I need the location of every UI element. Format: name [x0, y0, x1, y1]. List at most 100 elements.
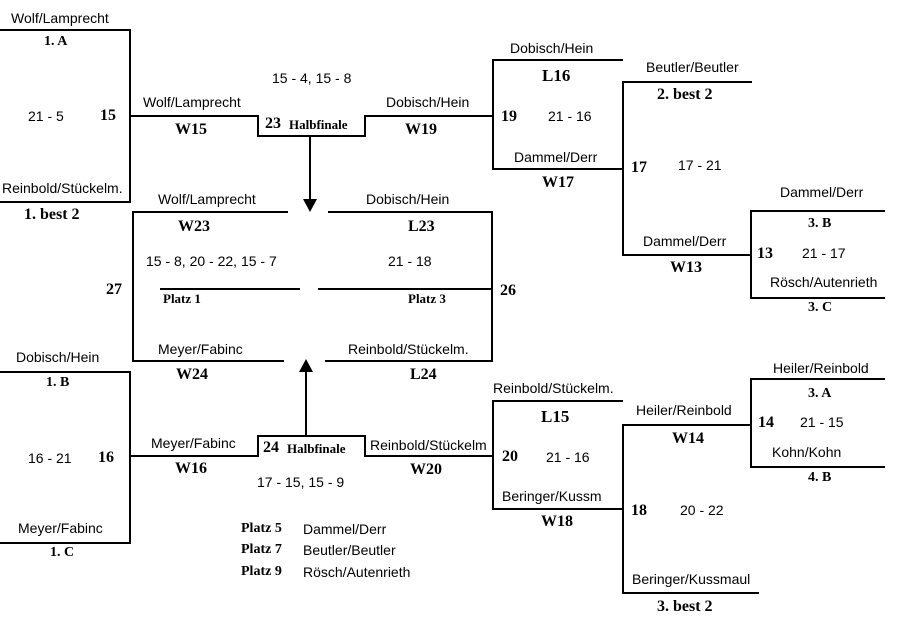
team-label: Beringer/Kussmaul [632, 571, 751, 587]
team-label: Wolf/Lamprecht [11, 10, 109, 26]
placement-label: Platz 5 [241, 521, 282, 536]
bracket-line [622, 254, 752, 256]
score-label: 17 - 21 [678, 157, 722, 173]
arrow-line [305, 372, 307, 436]
team-label: Dammel/Derr [514, 149, 598, 165]
seed-label: 3. C [808, 300, 833, 315]
placement-label: Platz 1 [163, 291, 201, 306]
bracket-line [364, 115, 366, 137]
seed-label: 1. B [46, 375, 70, 390]
team-label: Dammel/Derr [780, 184, 864, 200]
bracket-line [365, 455, 493, 457]
match-number: 19 [501, 108, 517, 125]
score-label: 15 - 4, 15 - 8 [272, 70, 352, 86]
slot-label: W14 [672, 430, 704, 447]
slot-label: W23 [178, 218, 210, 235]
slot-label: W15 [175, 121, 207, 138]
bracket-line [493, 168, 624, 170]
seed-label: 2. best 2 [657, 86, 713, 103]
bracket-line [325, 360, 493, 362]
arrow-up-icon [299, 359, 313, 372]
team-label: Reinbold/Stückelm. [348, 341, 469, 357]
placement-team: Rösch/Autenrieth [303, 564, 411, 580]
bracket-line [750, 466, 885, 468]
team-label: Wolf/Lamprecht [143, 94, 241, 110]
slot-label: W19 [405, 121, 437, 138]
slot-label: W13 [670, 259, 702, 276]
bracket-line [365, 115, 493, 117]
bracket-line [129, 371, 131, 544]
match-number: 27 [106, 281, 122, 298]
slot-label: L16 [542, 66, 571, 85]
bracket-line [622, 81, 752, 83]
bracket-line [493, 59, 623, 61]
bracket-line [493, 508, 624, 510]
bracket-line [132, 360, 284, 362]
match-number: 23 [265, 115, 281, 132]
bracket-line [328, 211, 492, 213]
bracket-line [0, 371, 131, 373]
team-label: Dobisch/Hein [510, 40, 594, 56]
bracket-line [492, 59, 494, 170]
seed-label: 1. A [44, 34, 68, 49]
team-label: Rösch/Autenrieth [770, 274, 878, 290]
slot-label: L23 [408, 218, 435, 235]
bracket-line [622, 592, 759, 594]
seed-label: 4. B [808, 470, 832, 485]
slot-label: W16 [175, 460, 207, 477]
slot-label: W17 [542, 174, 574, 191]
round-label: Halbfinale [289, 117, 348, 132]
score-label: 16 - 21 [28, 450, 72, 466]
seed-label: 3. A [808, 386, 832, 401]
team-label: Wolf/Lamprecht [158, 191, 256, 207]
match-number: 14 [758, 414, 774, 431]
placement-label: Platz 3 [408, 291, 446, 306]
score-label: 21 - 16 [546, 449, 590, 465]
bracket-line [160, 288, 300, 290]
bracket-line [364, 435, 366, 457]
bracket-line [257, 135, 365, 137]
match-number: 26 [500, 282, 516, 299]
bracket-line [492, 400, 494, 510]
team-label: Dobisch/Hein [16, 349, 100, 365]
arrow-line [309, 137, 311, 203]
bracket-line [132, 211, 288, 213]
bracket-line [750, 210, 885, 212]
seed-label: 1. best 2 [24, 206, 80, 223]
bracket-line [257, 115, 259, 137]
match-number: 16 [98, 449, 114, 466]
slot-label: L15 [541, 407, 570, 426]
bracket-line [257, 435, 259, 457]
team-label: Kohn/Kohn [772, 444, 842, 460]
bracket-line [491, 211, 493, 362]
bracket-line [622, 424, 752, 426]
placement-team: Dammel/Derr [303, 521, 387, 537]
team-label: Dobisch/Hein [366, 191, 450, 207]
match-number: 13 [757, 245, 773, 262]
slot-label: W20 [410, 461, 442, 478]
score-label: 15 - 8, 20 - 22, 15 - 7 [146, 253, 277, 269]
score-label: 17 - 15, 15 - 9 [257, 474, 345, 490]
bracket-line [0, 542, 131, 544]
bracket-line [493, 400, 623, 402]
team-label: Dammel/Derr [643, 233, 727, 249]
slot-label: L24 [410, 366, 437, 383]
bracket-line [0, 29, 130, 31]
score-label: 21 - 5 [28, 108, 64, 124]
bracket-line [622, 81, 624, 256]
team-label: Meyer/Fabinc [18, 520, 103, 536]
match-number: 20 [502, 448, 518, 465]
round-label: Halbfinale [287, 441, 346, 456]
bracket-line [750, 378, 752, 468]
bracket-line [132, 211, 134, 362]
bracket-line [318, 288, 492, 290]
match-number: 18 [631, 502, 647, 519]
team-label: Heiler/Reinbold [636, 402, 732, 418]
match-number: 15 [100, 107, 116, 124]
team-label: Heiler/Reinbold [773, 360, 869, 376]
team-label: Reinbold/Stückelm. [493, 380, 614, 396]
bracket-line [622, 424, 624, 594]
team-label: Meyer/Fabinc [151, 435, 236, 451]
arrow-down-icon [303, 199, 317, 212]
